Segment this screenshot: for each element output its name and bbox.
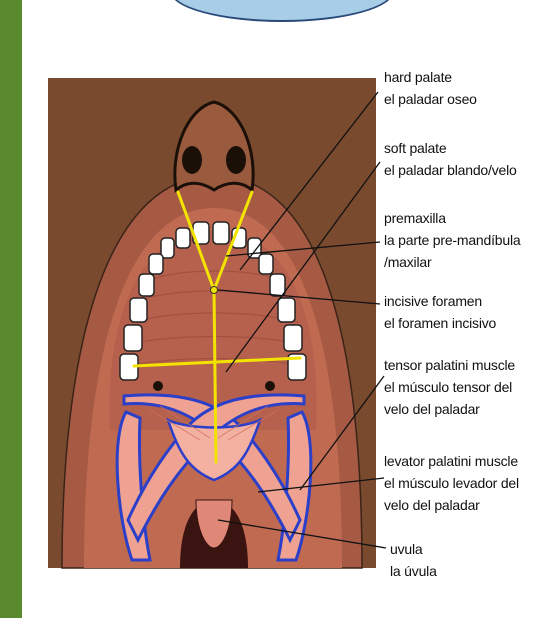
tooth <box>213 222 229 244</box>
label-premaxilla: premaxilla la parte pre-mandíbula /maxil… <box>384 207 520 273</box>
label-incisive-foramen: incisive foramen el foramen incisivo <box>384 290 496 334</box>
label-uvula-es: la úvula <box>390 560 437 582</box>
label-tensor-palatini-es: el músculo tensor del <box>384 376 515 398</box>
label-premaxilla-extra: /maxilar <box>384 251 520 273</box>
label-soft-palate-es: el paladar blando/velo <box>384 159 517 181</box>
label-hard-palate: hard palate el paladar oseo <box>384 66 477 110</box>
label-tensor-palatini: tensor palatini muscle el músculo tensor… <box>384 354 515 420</box>
label-premaxilla-en: premaxilla <box>384 207 520 229</box>
palatine-midline <box>214 290 216 462</box>
cheek-dot-left <box>153 381 163 391</box>
label-incisive-foramen-en: incisive foramen <box>384 290 496 312</box>
label-uvula-en: uvula <box>390 538 437 560</box>
label-hard-palate-en: hard palate <box>384 66 477 88</box>
nostril-right <box>226 146 246 174</box>
tooth <box>270 274 285 296</box>
label-uvula: uvula la úvula <box>390 538 437 582</box>
tooth <box>259 254 273 274</box>
label-levator-palatini-en: levator palatini muscle <box>384 450 519 472</box>
nostril-left <box>182 146 202 174</box>
label-tensor-palatini-extra: velo del paladar <box>384 398 515 420</box>
tooth <box>278 298 295 322</box>
label-soft-palate: soft palate el paladar blando/velo <box>384 137 517 181</box>
tooth <box>139 274 154 296</box>
label-premaxilla-es: la parte pre-mandíbula <box>384 229 520 251</box>
label-soft-palate-en: soft palate <box>384 137 517 159</box>
cheek-dot-right <box>265 381 275 391</box>
incisive-foramen-point <box>211 287 218 294</box>
tooth <box>248 238 261 258</box>
label-tensor-palatini-en: tensor palatini muscle <box>384 354 515 376</box>
tooth <box>161 238 174 258</box>
label-levator-palatini-extra: velo del paladar <box>384 494 519 516</box>
label-incisive-foramen-es: el foramen incisivo <box>384 312 496 334</box>
label-levator-palatini: levator palatini muscle el músculo levad… <box>384 450 519 516</box>
tooth <box>149 254 163 274</box>
tooth <box>124 325 142 351</box>
tooth <box>130 298 147 322</box>
label-hard-palate-es: el paladar oseo <box>384 88 477 110</box>
tooth <box>176 228 190 248</box>
tooth <box>284 325 302 351</box>
label-levator-palatini-es: el músculo levador del <box>384 472 519 494</box>
